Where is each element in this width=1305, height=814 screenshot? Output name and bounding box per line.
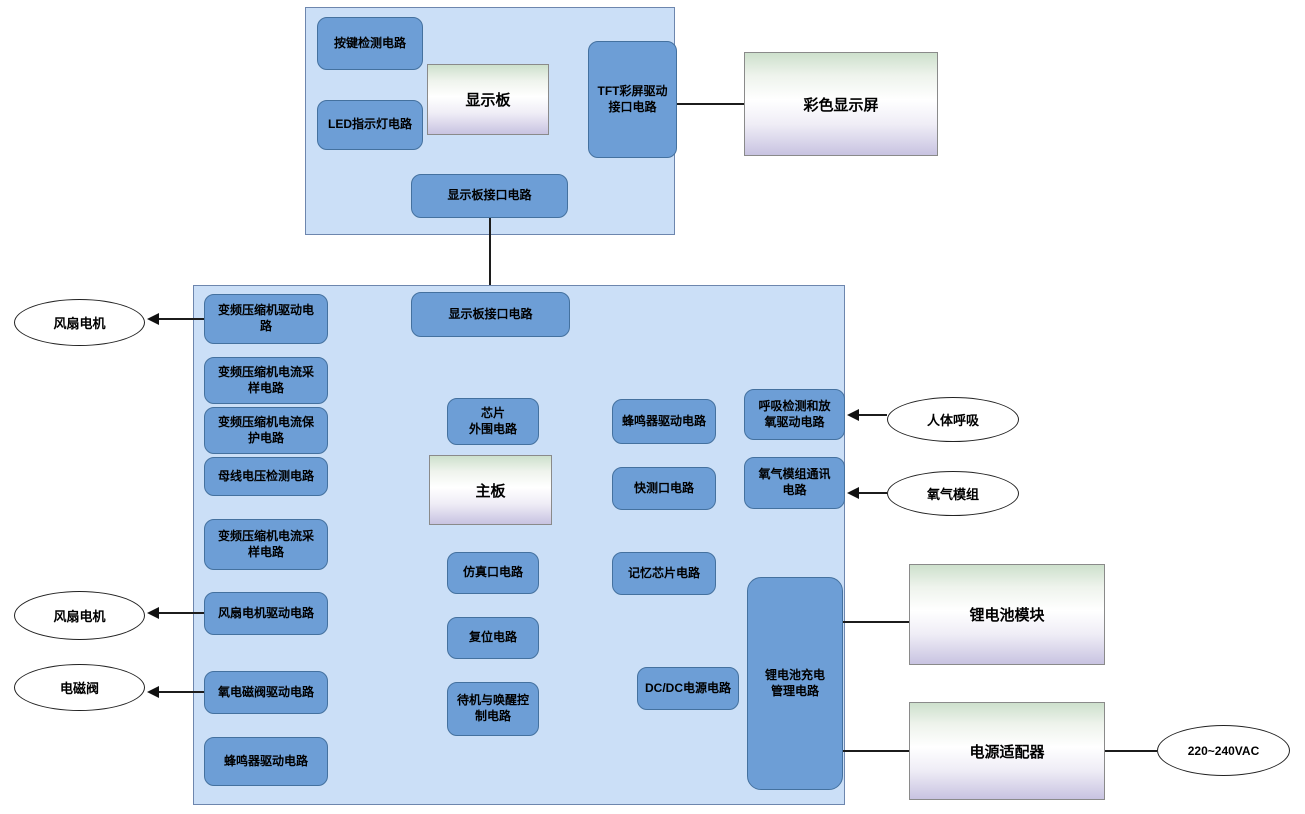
block-oxygen-valve-drive: 氧电磁阀驱动电路 [204, 671, 328, 714]
connector-ac-supply [1105, 750, 1157, 752]
node-power-adapter: 电源适配器 [909, 702, 1105, 800]
block-led-indicator: LED指示灯电路 [317, 100, 423, 150]
block-buzzer-drive-left: 蜂鸣器驱动电路 [204, 737, 328, 786]
arrowhead-fan-motor-2 [147, 607, 159, 619]
arrowhead-oxygen-module [847, 487, 859, 499]
node-main-board: 主板 [429, 455, 552, 525]
connector-oxygen-module [859, 492, 887, 494]
oval-fan-motor-2: 风扇电机 [14, 591, 145, 640]
block-compressor-current-protect: 变频压缩机电流保 护电路 [204, 407, 328, 454]
block-compressor-drive: 变频压缩机驱动电 路 [204, 294, 328, 344]
connector-fan-motor-1 [159, 318, 204, 320]
block-li-battery-charge-mgmt: 锂电池充电 管理电路 [747, 577, 843, 790]
arrowhead-human-breath [847, 409, 859, 421]
node-color-screen: 彩色显示屏 [744, 52, 938, 156]
block-key-detect: 按键检测电路 [317, 17, 423, 70]
block-compressor-current-sample-2: 变频压缩机电流采 样电路 [204, 519, 328, 570]
oval-human-breath: 人体呼吸 [887, 397, 1019, 442]
oval-ac-supply: 220~240VAC [1157, 725, 1290, 776]
block-oxygen-module-comm: 氧气模组通讯 电路 [744, 457, 845, 509]
block-display-interface-main: 显示板接口电路 [411, 292, 570, 337]
connector-solenoid-valve [159, 691, 204, 693]
node-display-board: 显示板 [427, 64, 549, 135]
block-bus-voltage-detect: 母线电压检测电路 [204, 457, 328, 496]
connector-human-breath [859, 414, 887, 416]
block-tft-drive-interface: TFT彩屏驱动 接口电路 [588, 41, 677, 158]
block-quick-test-port: 快测口电路 [612, 467, 716, 510]
block-breath-detect-oxygen-drive: 呼吸检测和放 氧驱动电路 [744, 389, 845, 440]
arrowhead-fan-motor-1 [147, 313, 159, 325]
connector-tft-to-screen [677, 103, 745, 105]
block-compressor-current-sample-1: 变频压缩机电流采 样电路 [204, 357, 328, 404]
block-dcdc-power: DC/DC电源电路 [637, 667, 739, 710]
node-li-battery-module: 锂电池模块 [909, 564, 1105, 665]
block-chip-peripheral: 芯片 外围电路 [447, 398, 539, 445]
connector-battery-module [843, 621, 909, 623]
connector-fan-motor-2 [159, 612, 204, 614]
connector-panel-to-panel [489, 218, 491, 293]
oval-oxygen-module: 氧气模组 [887, 471, 1019, 516]
connector-power-adapter [843, 750, 909, 752]
block-memory-chip: 记忆芯片电路 [612, 552, 716, 595]
block-buzzer-drive: 蜂鸣器驱动电路 [612, 399, 716, 444]
block-display-interface-top: 显示板接口电路 [411, 174, 568, 218]
block-reset-circuit: 复位电路 [447, 617, 539, 659]
oval-solenoid-valve: 电磁阀 [14, 664, 145, 711]
oval-fan-motor-1: 风扇电机 [14, 299, 145, 346]
block-standby-wake: 待机与唤醒控 制电路 [447, 682, 539, 736]
block-emulation-port: 仿真口电路 [447, 552, 539, 594]
arrowhead-solenoid-valve [147, 686, 159, 698]
block-fan-motor-drive: 风扇电机驱动电路 [204, 592, 328, 635]
